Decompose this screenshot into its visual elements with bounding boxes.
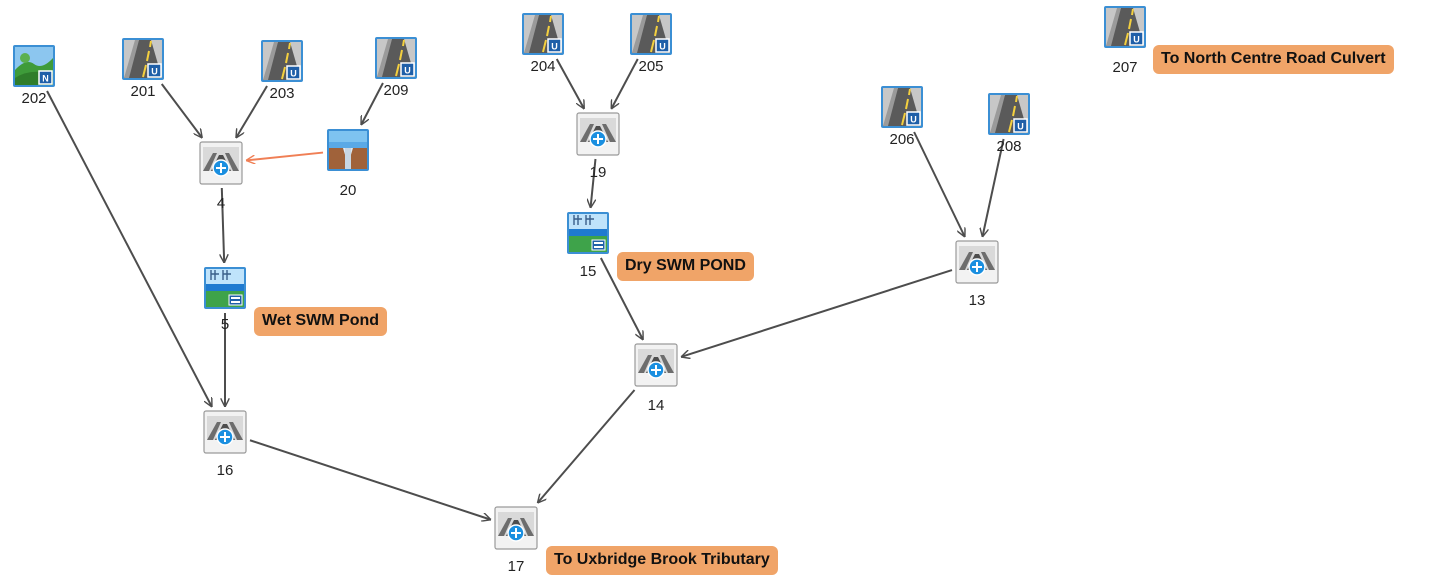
node-id-label: 13 (968, 292, 986, 309)
edge-16-to-17[interactable] (249, 439, 491, 520)
node-id-label: 4 (216, 195, 226, 212)
node-id-label: 202 (21, 90, 47, 107)
edge-13-to-14[interactable] (681, 269, 953, 357)
node-id-label: 20 (339, 182, 357, 199)
edge-203-to-4[interactable] (235, 85, 268, 138)
urban-catchment-icon (521, 12, 565, 56)
node-id-label: 19 (589, 164, 607, 181)
edge-4-to-5[interactable] (222, 187, 224, 263)
junction-icon (203, 410, 247, 454)
edge-209-to-20[interactable] (360, 82, 384, 125)
pond-icon (203, 266, 247, 310)
urban-catchment-icon (374, 36, 418, 80)
node-id-label: 14 (647, 397, 665, 414)
urban-catchment-icon (1103, 5, 1147, 49)
node-id-label: 208 (996, 138, 1022, 155)
pond-icon (566, 211, 610, 255)
edge-20-to-4[interactable] (246, 151, 324, 161)
node-id-label: 17 (507, 558, 525, 575)
edge-208-to-13[interactable] (982, 138, 1005, 237)
junction-icon (634, 343, 678, 387)
dry-pond-label: Dry SWM POND (617, 252, 754, 281)
edge-206-to-13[interactable] (913, 131, 966, 237)
edge-201-to-4[interactable] (160, 83, 203, 138)
culvert-label: To North Centre Road Culvert (1153, 45, 1394, 74)
diversion-icon (326, 128, 370, 172)
junction-icon (199, 141, 243, 185)
node-id-label: 206 (889, 131, 915, 148)
edge-202-to-16[interactable] (46, 90, 213, 407)
urban-catchment-icon (121, 37, 165, 81)
urban-catchment-icon (629, 12, 673, 56)
urban-catchment-icon (260, 39, 304, 83)
node-id-label: 204 (530, 58, 556, 75)
outlet-label: To Uxbridge Brook Tributary (546, 546, 778, 575)
edge-15-to-14[interactable] (599, 257, 645, 340)
node-id-label: 205 (638, 58, 664, 75)
edge-19-to-15[interactable] (591, 158, 597, 208)
junction-icon (494, 506, 538, 550)
node-id-label: 207 (1112, 59, 1138, 76)
natural-catchment-icon (12, 44, 56, 88)
wet-pond-label: Wet SWM Pond (254, 307, 388, 336)
edge-14-to-17[interactable] (537, 389, 636, 503)
node-id-label: 209 (383, 82, 409, 99)
urban-catchment-icon (987, 92, 1031, 136)
junction-icon (576, 112, 620, 156)
junction-icon (955, 240, 999, 284)
edge-204-to-19[interactable] (555, 58, 586, 109)
node-id-label: 15 (579, 263, 597, 280)
node-id-label: 203 (269, 85, 295, 102)
edge-205-to-19[interactable] (610, 58, 639, 109)
node-id-label: 5 (220, 316, 230, 333)
node-id-label: 201 (130, 83, 156, 100)
node-id-label: 16 (216, 462, 234, 479)
urban-catchment-icon (880, 85, 924, 129)
